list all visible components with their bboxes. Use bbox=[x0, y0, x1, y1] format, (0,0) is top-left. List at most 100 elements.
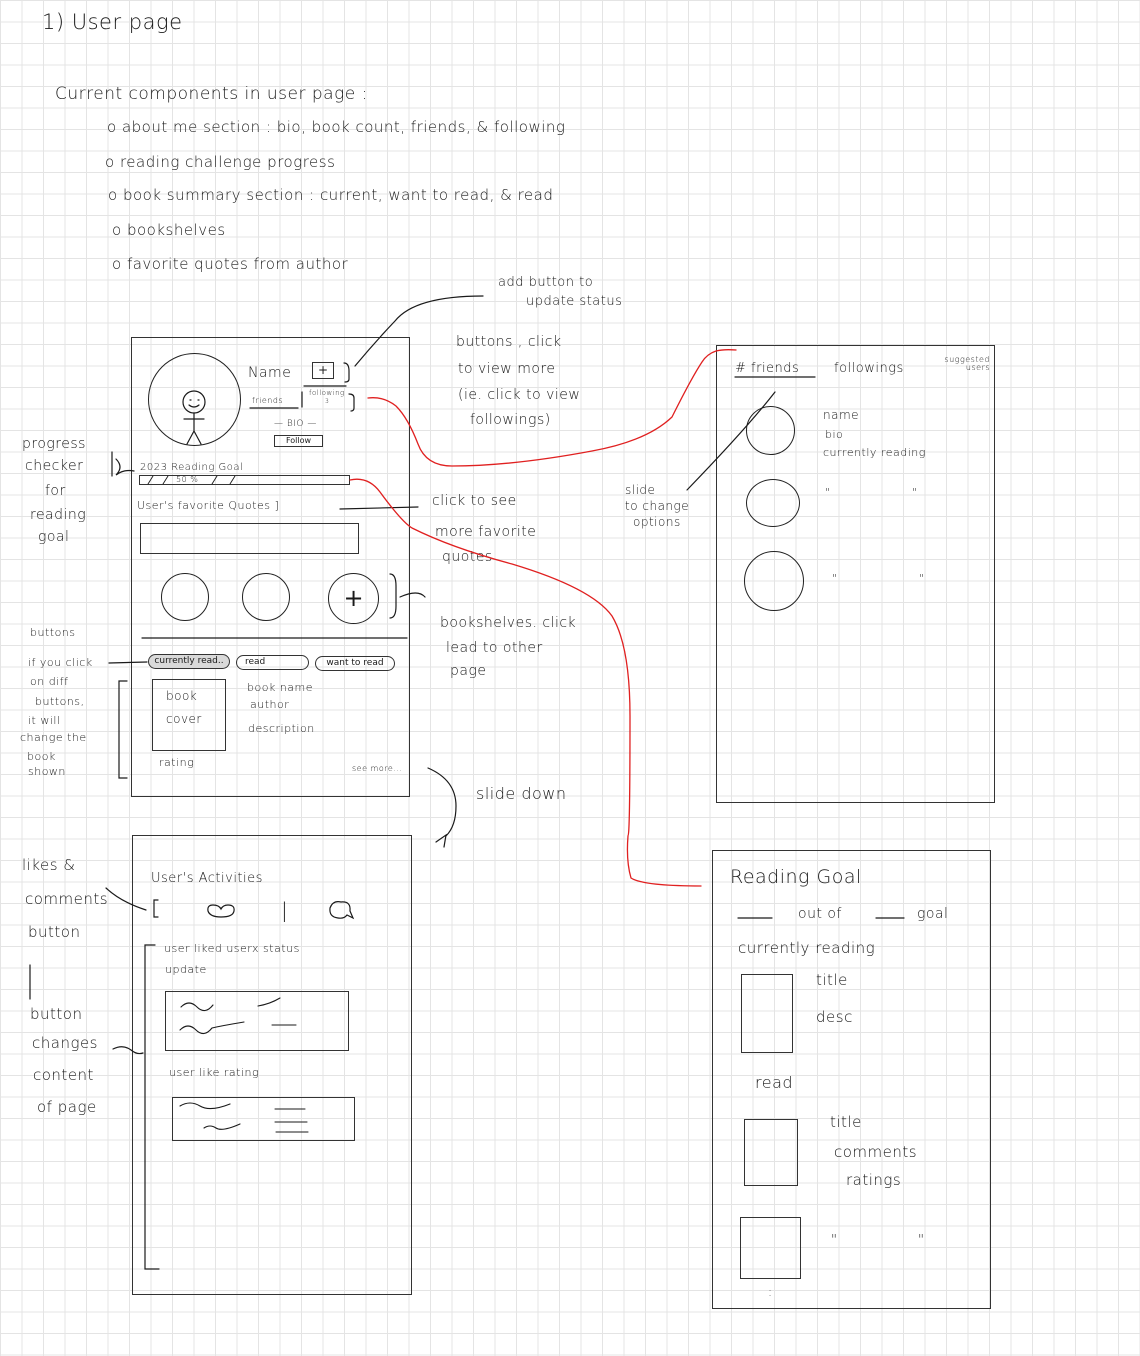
current-book-title: title bbox=[816, 971, 848, 989]
annotation-progress: progress bbox=[22, 436, 86, 452]
favorite-quotes-label[interactable]: User's favorite Quotes ] bbox=[137, 499, 280, 512]
intro-bullet: o favorite quotes from author bbox=[112, 255, 349, 273]
tab-currently-reading[interactable]: currently read.. bbox=[148, 654, 230, 669]
reading-goal-page-frame bbox=[712, 850, 991, 1309]
annotation-buttons-side: buttons bbox=[30, 626, 76, 639]
annotation-click-quotes: click to see bbox=[432, 493, 517, 509]
reading-progress-bar bbox=[139, 475, 350, 485]
friend-bio: bio bbox=[825, 428, 844, 441]
follow-button[interactable]: Follow bbox=[274, 435, 323, 447]
ditto-mark: " bbox=[918, 1233, 925, 1248]
more-ellipsis: : bbox=[768, 1285, 773, 1299]
intro-bullet: o reading challenge progress bbox=[105, 153, 336, 171]
annotation-buttons-side: if you click bbox=[28, 656, 93, 669]
friend-avatar[interactable] bbox=[746, 479, 800, 527]
add-status-button[interactable]: + bbox=[312, 362, 334, 379]
activity-item-box[interactable] bbox=[165, 991, 349, 1051]
annotation-button-changes: button bbox=[30, 1005, 83, 1023]
book-description: description bbox=[248, 722, 315, 735]
annotation-slide-options: to change bbox=[625, 499, 690, 513]
activity-item-text: user like rating bbox=[169, 1066, 260, 1079]
likes-comments-divider: | bbox=[281, 898, 289, 922]
activity-item-text: user liked userx status bbox=[164, 942, 300, 955]
book-rating: rating bbox=[159, 756, 195, 769]
annotation-add-button: update status bbox=[526, 294, 623, 309]
annotation-progress: for bbox=[45, 483, 66, 499]
annotation-buttons-click: followings) bbox=[470, 412, 551, 428]
current-book-desc: desc bbox=[816, 1008, 853, 1026]
annotation-likes-comments: comments bbox=[25, 890, 109, 908]
annotation-progress: checker bbox=[25, 458, 84, 474]
friend-currently-reading: currently reading bbox=[823, 446, 926, 459]
book-author: author bbox=[250, 698, 290, 711]
current-book-cover[interactable] bbox=[741, 974, 793, 1053]
friends-page-frame bbox=[716, 345, 995, 803]
read-book-comments: comments bbox=[834, 1143, 918, 1161]
read-book-cover[interactable] bbox=[744, 1119, 798, 1186]
annotation-buttons-click: to view more bbox=[458, 361, 556, 377]
goal-out-of: out of bbox=[798, 906, 842, 922]
activity-item-box[interactable] bbox=[172, 1097, 355, 1141]
annotation-buttons-side: change the bbox=[20, 731, 87, 744]
intro-title: Current components in user page : bbox=[55, 84, 368, 104]
friend-name: name bbox=[823, 408, 860, 422]
annotation-bookshelves: bookshelves. click bbox=[440, 615, 577, 631]
annotation-progress: reading bbox=[30, 507, 87, 523]
ditto-mark: " bbox=[825, 486, 831, 499]
annotation-buttons-side: shown bbox=[28, 765, 66, 778]
friends-button[interactable]: friends bbox=[252, 396, 284, 405]
tab-friends[interactable]: # friends bbox=[735, 361, 800, 376]
intro-bullet: o about me section : bio, book count, fr… bbox=[107, 118, 566, 136]
intro-bullet: o book summary section : current, want t… bbox=[108, 186, 554, 204]
page-heading: 1) User page bbox=[42, 10, 183, 34]
annotation-add-button: add button to bbox=[498, 275, 594, 290]
reading-goal-title: Reading Goal bbox=[730, 866, 862, 888]
activities-title: User's Activities bbox=[151, 871, 263, 886]
username: Name bbox=[248, 365, 292, 381]
annotation-buttons-side: book bbox=[27, 750, 56, 763]
read-label: read bbox=[755, 1073, 794, 1092]
add-bookshelf-button[interactable]: + bbox=[328, 573, 379, 624]
bookshelf-2[interactable] bbox=[242, 573, 290, 621]
tab-suggested-users[interactable]: suggested users bbox=[944, 355, 990, 372]
currently-reading-label: currently reading bbox=[738, 939, 876, 957]
following-button[interactable]: following bbox=[309, 389, 345, 397]
see-more-link[interactable]: see more... bbox=[352, 764, 403, 773]
annotation-button-changes: content bbox=[33, 1066, 94, 1084]
avatar[interactable] bbox=[148, 353, 241, 446]
read-book-cover[interactable] bbox=[740, 1217, 801, 1279]
read-book-ratings: ratings bbox=[846, 1171, 902, 1189]
annotation-slide-options: options bbox=[633, 515, 681, 529]
bio: — BIO — bbox=[274, 419, 317, 429]
ditto-mark: " bbox=[912, 486, 918, 499]
tab-want-to-read[interactable]: want to read bbox=[315, 656, 395, 671]
read-book-title: title bbox=[830, 1113, 862, 1131]
annotation-progress: goal bbox=[38, 529, 70, 545]
annotation-buttons-click: buttons , click bbox=[456, 334, 562, 350]
annotation-button-changes: changes bbox=[32, 1034, 98, 1052]
bookshelf-1[interactable] bbox=[161, 573, 209, 621]
tab-followings[interactable]: followings bbox=[834, 361, 904, 376]
friend-avatar[interactable] bbox=[744, 551, 804, 611]
annotation-slide-options: slide bbox=[625, 483, 656, 497]
annotation-likes-comments: likes & bbox=[22, 856, 76, 874]
book-cover-label: book bbox=[166, 689, 198, 703]
annotation-buttons-side: it will bbox=[28, 714, 61, 727]
favorite-quote-box bbox=[140, 523, 359, 554]
activities-page-frame bbox=[132, 835, 412, 1295]
following-count: 3 bbox=[325, 398, 330, 405]
book-cover-label: cover bbox=[166, 712, 202, 726]
ditto-mark: " bbox=[832, 572, 838, 585]
activity-item-text: update bbox=[165, 963, 207, 976]
intro-bullet: o bookshelves bbox=[112, 221, 226, 239]
annotation-buttons-side: on diff bbox=[30, 675, 69, 688]
friend-avatar[interactable] bbox=[746, 406, 795, 455]
annotation-button-changes: of page bbox=[37, 1098, 97, 1116]
goal-word: goal bbox=[917, 906, 949, 922]
ditto-mark: " bbox=[831, 1233, 838, 1248]
reading-goal-label: 2023 Reading Goal bbox=[140, 462, 244, 473]
tab-read[interactable]: read bbox=[236, 655, 309, 670]
annotation-likes-comments: button bbox=[28, 923, 81, 941]
annotation-click-quotes: more favorite bbox=[435, 524, 537, 540]
annotation-click-quotes: quotes bbox=[442, 549, 493, 565]
